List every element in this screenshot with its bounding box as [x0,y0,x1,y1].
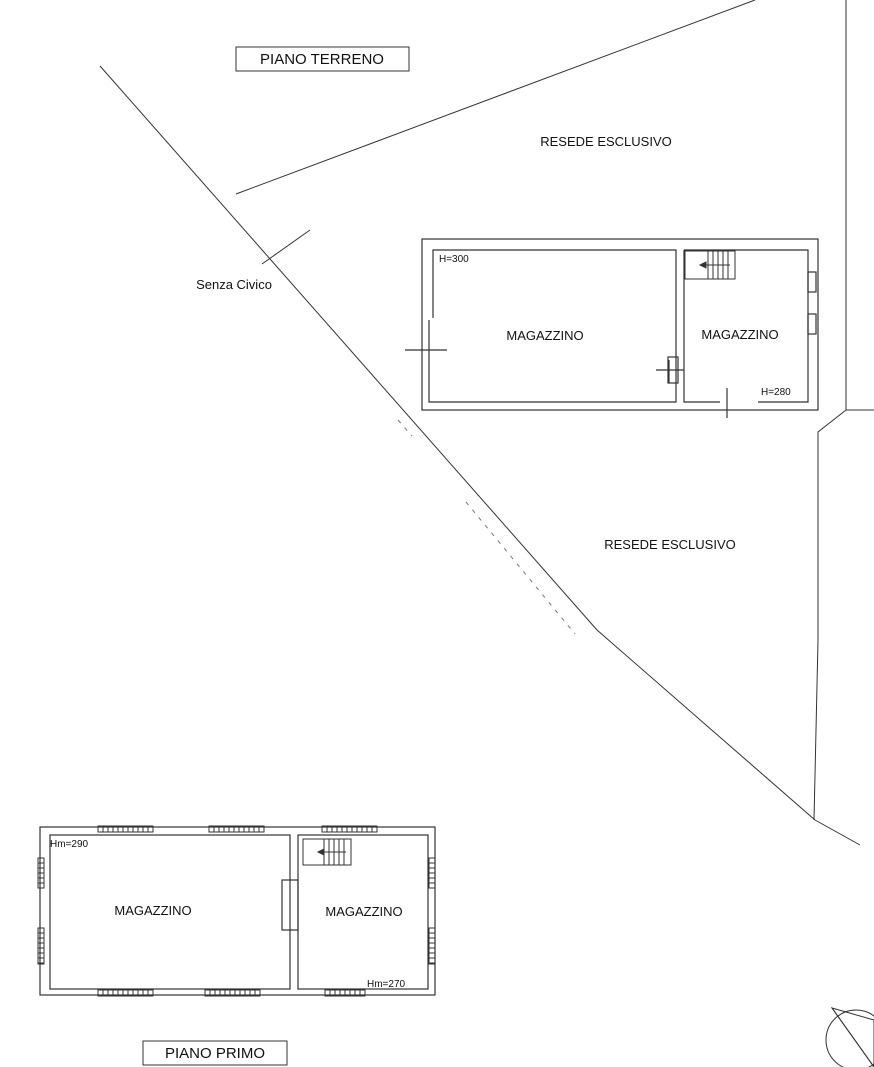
stair-icon [684,250,736,280]
title-first-floor: PIANO PRIMO [165,1045,265,1062]
ff-room-left-height: Hm=290 [50,839,89,850]
ff-room-right-name: MAGAZZINO [325,904,402,919]
gf-room-left-name: MAGAZZINO [506,328,583,343]
title-ground-floor: PIANO TERRENO [260,51,384,68]
resede-upper-label: RESEDE ESCLUSIVO [540,134,672,149]
gf-room-right-name: MAGAZZINO [701,327,778,342]
hatch-ticks [38,826,435,996]
gf-room-left-height: H=300 [439,254,469,265]
gf-room-right-height: H=280 [761,387,791,398]
ff-room-left-name: MAGAZZINO [114,903,191,918]
room-left-wall [428,249,677,403]
site-boundaries [99,0,874,846]
room-right-wall [684,249,809,403]
room-left-ff [49,834,291,990]
outer-wall-ff [39,826,436,996]
resede-lower-label: RESEDE ESCLUSIVO [604,537,736,552]
stair-icon [302,838,352,866]
street-tick [261,229,311,265]
outer-wall [421,238,819,411]
right-boundary [813,0,847,821]
title-first-floor-box: PIANO PRIMO [142,1040,288,1066]
upper-boundary [235,0,756,195]
street-label: Senza Civico [196,277,272,292]
north-arrow-icon [825,1007,874,1067]
ground-floor-plan [405,238,819,418]
first-floor-plan [39,826,436,996]
title-ground-floor-box: PIANO TERRENO [235,46,410,72]
dashed-trace [397,419,576,635]
lower-edge [814,819,861,846]
road-line-left [99,65,816,821]
ff-room-right-height: Hm=270 [367,979,406,990]
